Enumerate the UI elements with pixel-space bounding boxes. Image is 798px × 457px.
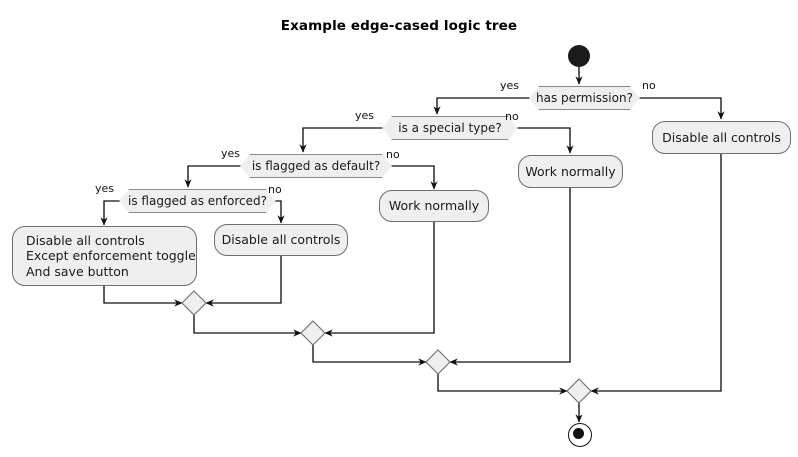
activity-disable-all-controls-except-label: Disable all controls Except enforcement …: [26, 232, 196, 279]
activity-disable-all-controls-b[interactable]: Disable all controls: [214, 224, 348, 256]
activity-disable-all-controls-e[interactable]: Disable all controls: [652, 121, 791, 154]
edge-label-d4-yes: yes: [95, 182, 115, 195]
activity-work-normally-d[interactable]: Work normally: [518, 155, 623, 188]
page-title: Example edge-cased logic tree: [280, 18, 518, 34]
edge-label-d1-no: no: [642, 79, 656, 92]
decision-has-permission-label: has permission?: [536, 91, 633, 105]
activity-work-normally-c[interactable]: Work normally: [379, 190, 489, 222]
decision-is-flagged-as-enforced-label: is flagged as enforced?: [128, 194, 267, 208]
merge-diamond-m4: [566, 378, 592, 404]
activity-disable-all-controls-b-label: Disable all controls: [221, 232, 341, 248]
edge-label-d1-yes: yes: [500, 79, 520, 92]
end-node: [568, 423, 592, 447]
end-node-core: [573, 428, 585, 440]
activity-work-normally-c-label: Work normally: [388, 198, 480, 214]
decision-is-flagged-as-default-label: is flagged as default?: [251, 159, 381, 173]
decision-is-a-special-type[interactable]: is a special type?: [382, 116, 518, 140]
edge-label-d2-no: no: [505, 110, 519, 123]
activity-work-normally-d-label: Work normally: [525, 163, 616, 179]
merge-diamond-m2: [300, 320, 326, 346]
activity-disable-all-controls-except[interactable]: Disable all controls Except enforcement …: [12, 226, 197, 286]
decision-is-flagged-as-default[interactable]: is flagged as default?: [240, 154, 392, 178]
edge-label-d3-no: no: [386, 148, 400, 161]
start-node: [568, 45, 590, 67]
decision-has-permission[interactable]: has permission?: [529, 86, 640, 110]
edge-label-d4-no: no: [268, 183, 282, 196]
decision-is-a-special-type-label: is a special type?: [398, 121, 502, 135]
edge-label-d2-yes: yes: [355, 109, 375, 122]
activity-disable-all-controls-e-label: Disable all controls: [662, 129, 781, 145]
merge-diamond-m3: [425, 349, 451, 375]
merge-diamond-m1: [181, 290, 207, 316]
edge-label-d3-yes: yes: [221, 147, 241, 160]
decision-is-flagged-as-enforced[interactable]: is flagged as enforced?: [119, 189, 276, 213]
